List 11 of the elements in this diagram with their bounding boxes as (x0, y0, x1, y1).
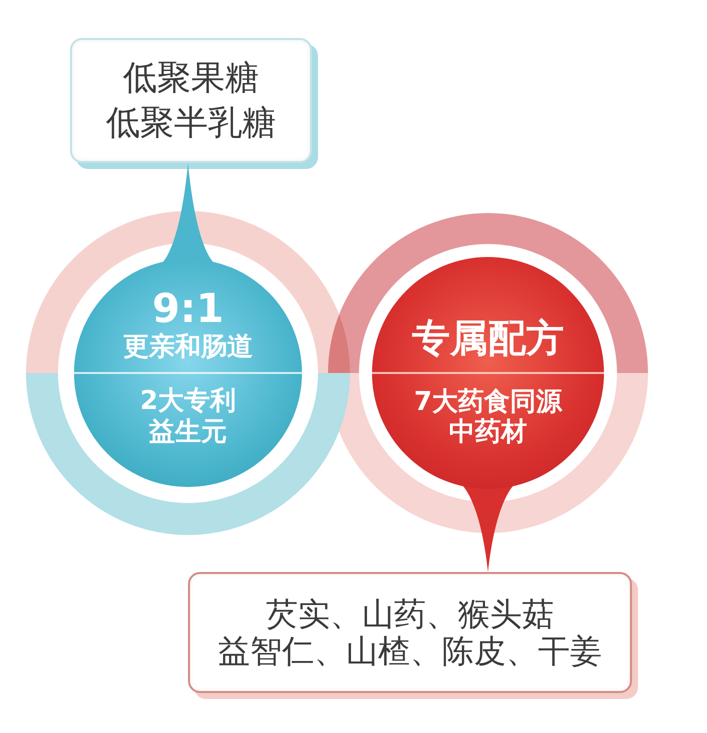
pointer-arrow (463, 486, 513, 572)
ingredient-text: 低聚半乳糖 (106, 102, 276, 144)
ratio-heading: 9:1 (152, 287, 224, 331)
feature-text: 更亲和肠道 (123, 331, 253, 363)
feature-text: 7大药食同源中药材 (412, 387, 564, 447)
ingredient-text: 益智仁、山楂、陈皮、干姜 (218, 632, 602, 670)
pointer-arrow (163, 163, 213, 262)
feature-text: 2大专利益生元 (138, 386, 238, 448)
ingredient-text: 芡实、山药、猴头菇 (266, 596, 554, 632)
formula-heading: 专属配方 (412, 316, 564, 360)
ingredient-text: 低聚果糖 (123, 56, 259, 100)
